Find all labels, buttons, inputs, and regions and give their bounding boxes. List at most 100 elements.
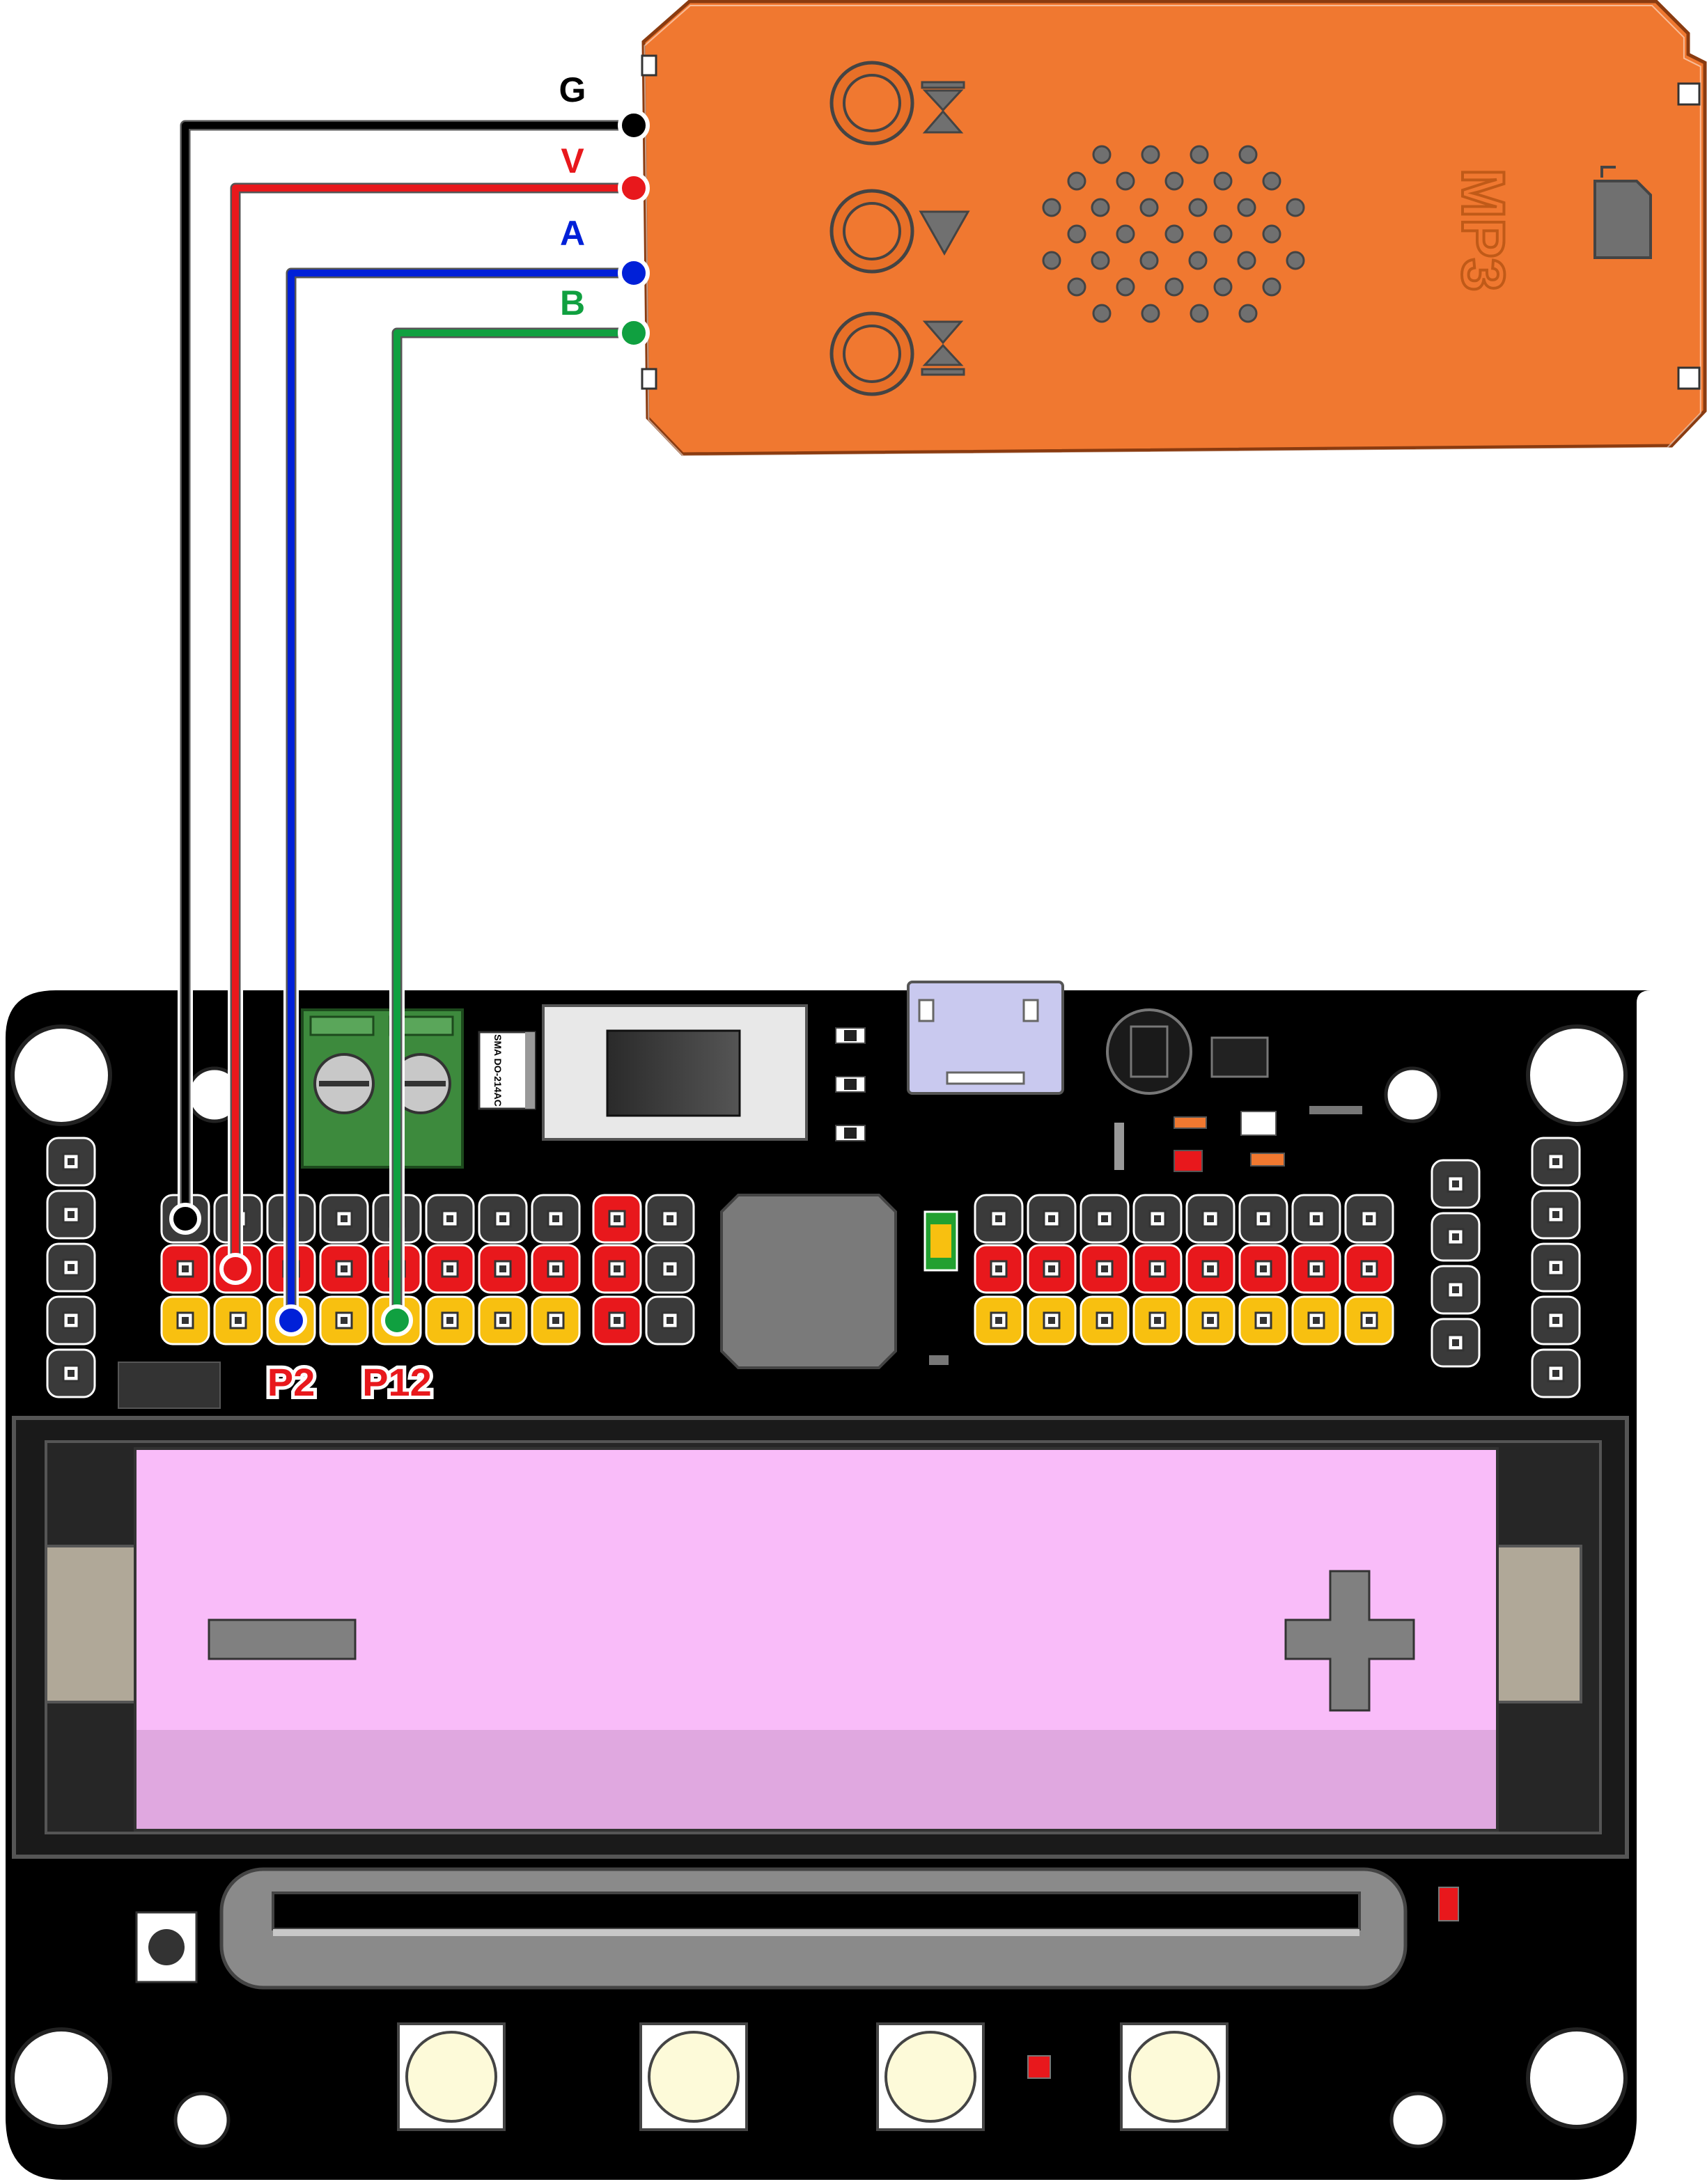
tactile-button[interactable]: [876, 2022, 985, 2131]
speaker-hole: [1067, 224, 1086, 244]
speaker-hole: [1213, 277, 1233, 297]
header-pin[interactable]: [592, 1194, 642, 1244]
speaker-hole: [1286, 198, 1305, 217]
sd-card-icon: [1593, 166, 1652, 259]
header-pin[interactable]: [478, 1295, 528, 1346]
header-pin[interactable]: [592, 1295, 642, 1346]
speaker-hole: [1262, 277, 1281, 297]
usb-port[interactable]: [907, 981, 1064, 1095]
header-pin[interactable]: [213, 1295, 263, 1346]
header-pin[interactable]: [592, 1244, 642, 1294]
header-pin[interactable]: [1531, 1242, 1581, 1293]
header-pin[interactable]: [1132, 1295, 1183, 1346]
header-pin[interactable]: [1431, 1265, 1481, 1315]
speaker-hole: [1116, 171, 1135, 191]
header-pin[interactable]: [1132, 1244, 1183, 1294]
regulator-ic: [1210, 1036, 1269, 1078]
header-pin[interactable]: [46, 1295, 96, 1346]
speaker-hole: [1092, 304, 1112, 323]
pin-label-p12: P12: [362, 1360, 432, 1404]
header-pin[interactable]: [1079, 1244, 1130, 1294]
header-pin[interactable]: [46, 1190, 96, 1240]
speaker-hole: [1139, 198, 1159, 217]
header-pin[interactable]: [46, 1242, 96, 1293]
speaker-hole: [1262, 171, 1281, 191]
speaker-hole: [1164, 224, 1184, 244]
header-pin[interactable]: [1291, 1194, 1341, 1244]
header-pin[interactable]: [1531, 1348, 1581, 1398]
previous-button[interactable]: [829, 311, 965, 396]
wire-label-a: A: [560, 214, 585, 253]
header-pin[interactable]: [1027, 1194, 1077, 1244]
header-pin[interactable]: [1238, 1244, 1288, 1294]
header-pin[interactable]: [1027, 1295, 1077, 1346]
header-pin[interactable]: [974, 1194, 1024, 1244]
header-pin[interactable]: [1291, 1295, 1341, 1346]
header-pin[interactable]: [1027, 1244, 1077, 1294]
header-pin[interactable]: [478, 1244, 528, 1294]
header-pin[interactable]: [1079, 1194, 1130, 1244]
header-pin[interactable]: [645, 1295, 695, 1346]
header-pin[interactable]: [645, 1194, 695, 1244]
header-pin[interactable]: [478, 1194, 528, 1244]
speaker-hole: [1188, 251, 1208, 270]
play-pause-button[interactable]: [829, 189, 970, 274]
header-pin[interactable]: [531, 1244, 581, 1294]
header-pin[interactable]: [425, 1244, 475, 1294]
header-pin[interactable]: [1185, 1295, 1236, 1346]
header-pin[interactable]: [1291, 1244, 1341, 1294]
header-pin[interactable]: [1185, 1244, 1236, 1294]
header-pin[interactable]: [974, 1244, 1024, 1294]
header-pin[interactable]: [319, 1244, 369, 1294]
header-pin[interactable]: [160, 1244, 210, 1294]
header-pin[interactable]: [1344, 1194, 1394, 1244]
speaker-hole: [1190, 145, 1209, 164]
next-button[interactable]: [829, 61, 965, 146]
microbit-edge-connector: [219, 1867, 1408, 1990]
header-pin[interactable]: [160, 1295, 210, 1346]
header-pin[interactable]: [1531, 1295, 1581, 1346]
wire-b: B: [381, 281, 650, 1336]
wire-g: G: [169, 68, 650, 1235]
wire-label-v: V: [561, 141, 584, 180]
header-pin[interactable]: [1431, 1159, 1481, 1209]
wire-a: A: [275, 212, 650, 1336]
speaker-grille: [1042, 145, 1305, 323]
header-pin[interactable]: [46, 1137, 96, 1187]
tactile-button[interactable]: [639, 2022, 748, 2131]
header-pin[interactable]: [425, 1194, 475, 1244]
header-pin[interactable]: [1531, 1190, 1581, 1240]
header-pin[interactable]: [1344, 1244, 1394, 1294]
header-pin[interactable]: [974, 1295, 1024, 1346]
header-pin[interactable]: [1238, 1194, 1288, 1244]
header-pin[interactable]: [645, 1244, 695, 1294]
header-pin[interactable]: [1185, 1194, 1236, 1244]
header-pin[interactable]: [531, 1295, 581, 1346]
header-pin[interactable]: [1079, 1295, 1130, 1346]
mounting-hole: [10, 2027, 112, 2129]
speaker-hole: [1067, 171, 1086, 191]
tactile-button[interactable]: [397, 2022, 506, 2131]
reset-button[interactable]: [135, 1911, 198, 1983]
header-pin[interactable]: [1531, 1137, 1581, 1187]
header-pin[interactable]: [319, 1194, 369, 1244]
wire-end-dot: [219, 1253, 251, 1285]
wire-end-dot: [618, 257, 650, 289]
mounting-hole-small: [1389, 2091, 1447, 2148]
header-pin[interactable]: [1431, 1318, 1481, 1368]
speaker-hole: [1190, 304, 1209, 323]
wire-end-dot: [618, 317, 650, 349]
header-pin[interactable]: [46, 1348, 96, 1398]
header-pin[interactable]: [1344, 1295, 1394, 1346]
header-pin[interactable]: [1238, 1295, 1288, 1346]
speaker-hole: [1042, 251, 1061, 270]
header-pin[interactable]: [425, 1295, 475, 1346]
header-pin[interactable]: [531, 1194, 581, 1244]
header-pin[interactable]: [1431, 1212, 1481, 1262]
tactile-button[interactable]: [1120, 2022, 1229, 2131]
header-pin[interactable]: [319, 1295, 369, 1346]
power-switch[interactable]: [542, 1004, 808, 1141]
speaker-hole: [1213, 171, 1233, 191]
speaker-hole: [1139, 251, 1159, 270]
header-pin[interactable]: [1132, 1194, 1183, 1244]
